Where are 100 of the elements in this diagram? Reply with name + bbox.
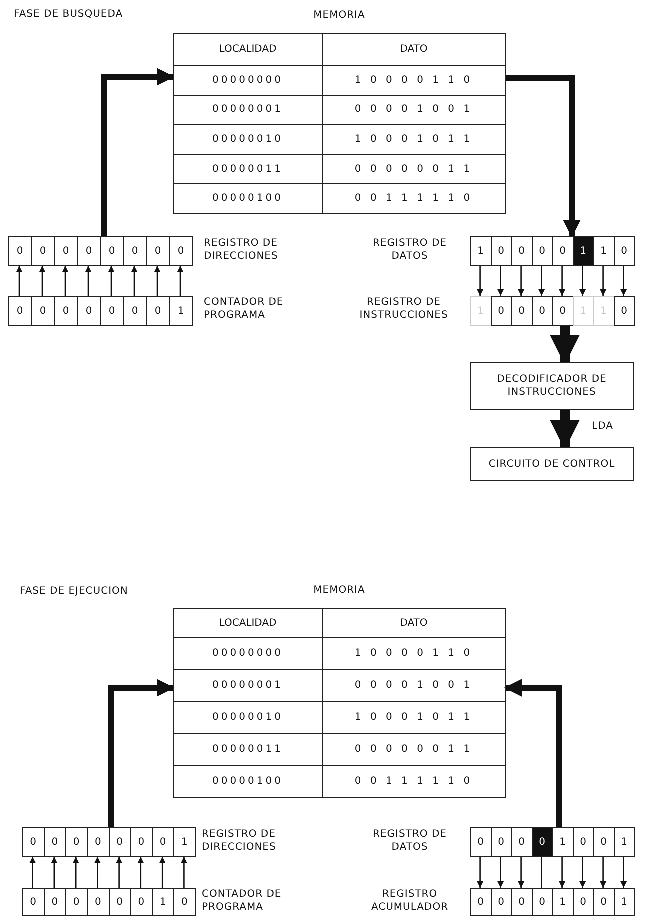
- arrow: [559, 266, 566, 296]
- arrow: [538, 266, 546, 296]
- register-label: REGISTRO DE DIRECCIONES: [204, 237, 280, 263]
- register-cell: 0: [22, 888, 45, 916]
- arrow: [39, 266, 46, 296]
- block-arrow: [108, 679, 175, 827]
- register-label: REGISTRO DE DIRECCIONES: [202, 828, 278, 854]
- table-cell: 0 0 1 1 1 1 1 0: [322, 183, 506, 214]
- register-cell: 0: [86, 827, 110, 857]
- register-label: REGISTRO DE DATOS: [372, 237, 448, 263]
- arrow: [51, 857, 58, 888]
- register-cell: 0: [470, 827, 492, 857]
- register-cell: 0: [593, 827, 614, 857]
- register-cell: 0: [123, 236, 147, 266]
- table-heading: MEMORIA: [312, 584, 366, 597]
- register-cell: 0: [511, 827, 532, 857]
- arrow: [85, 266, 92, 296]
- block-arrow: [550, 326, 580, 365]
- register-cell: 1: [614, 888, 635, 916]
- arrow: [154, 266, 161, 296]
- column-header: DATO: [322, 608, 506, 638]
- arrow: [518, 857, 525, 888]
- register-cell: 0: [511, 296, 532, 326]
- block-arrow: [506, 75, 581, 238]
- column-header: LOCALIDAD: [173, 608, 323, 638]
- register-cell: 0: [31, 236, 55, 266]
- arrow: [559, 857, 566, 888]
- arrow: [94, 857, 101, 888]
- arrow: [477, 857, 484, 888]
- arrow: [620, 857, 628, 888]
- register-cell: 0: [146, 296, 170, 326]
- arrow: [620, 266, 628, 296]
- arrow: [131, 266, 138, 296]
- register-cell: 0: [173, 888, 196, 916]
- register-cell: 0: [490, 296, 512, 326]
- arrow: [30, 857, 36, 888]
- block-arrow: [101, 68, 175, 236]
- register-cell: 0: [8, 296, 32, 326]
- register-cell: 1: [593, 236, 614, 266]
- register-label: CONTADOR DE PROGRAMA: [202, 888, 283, 914]
- register-cell: 1: [614, 827, 635, 857]
- register-cell: 0: [65, 888, 88, 916]
- register-cell: 0: [532, 827, 553, 857]
- table-cell: 0 0 1 1 1 1 1 0: [322, 765, 506, 798]
- register-cell: 0: [108, 888, 132, 916]
- register-cell: 0: [86, 888, 110, 916]
- register-cell: 0: [532, 888, 553, 916]
- column-header: LOCALIDAD: [173, 33, 323, 66]
- register-cell: 0: [614, 236, 635, 266]
- arrow: [498, 857, 504, 888]
- arrow: [62, 266, 69, 296]
- column-header: DATO: [322, 33, 506, 66]
- register-label: CONTADOR DE PROGRAMA: [204, 296, 285, 322]
- arrow: [108, 266, 115, 296]
- register-cell: 0: [100, 296, 124, 326]
- register-cell: 0: [152, 827, 174, 857]
- connector-line: [541, 857, 542, 888]
- table-heading: MEMORIA: [312, 9, 366, 22]
- register-cell: 0: [54, 296, 78, 326]
- register-cell: 0: [490, 827, 512, 857]
- arrow: [600, 857, 607, 888]
- arrow: [159, 857, 166, 888]
- register-label: REGISTRO DE INSTRUCCIONES: [358, 296, 450, 322]
- process-box: DECODIFICADOR DE INSTRUCCIONES: [470, 362, 634, 410]
- arrow: [16, 266, 23, 296]
- register-cell: 1: [173, 827, 196, 857]
- register-cell: 0: [593, 888, 614, 916]
- arrow: [600, 266, 607, 296]
- register-cell: 0: [54, 236, 78, 266]
- arrow: [180, 857, 188, 888]
- arrow: [580, 857, 586, 888]
- register-label: REGISTRO ACUMULADOR: [370, 888, 450, 914]
- register-cell: 0: [572, 827, 594, 857]
- register-cell: 0: [77, 296, 101, 326]
- register-cell: 0: [130, 827, 153, 857]
- register-cell: 0: [552, 236, 574, 266]
- table-cell: 00000100: [173, 765, 323, 798]
- register-cell: 0: [123, 296, 147, 326]
- register-cell: 0: [511, 888, 532, 916]
- arrow: [498, 266, 504, 296]
- register-cell: 0: [572, 888, 594, 916]
- arrow: [138, 857, 144, 888]
- register-cell: 0: [8, 236, 32, 266]
- register-cell: 0: [44, 888, 66, 916]
- block-arrow: [504, 679, 562, 827]
- register-cell: 0: [65, 827, 88, 857]
- arrow: [72, 857, 80, 888]
- register-cell: 0: [108, 827, 132, 857]
- section-title: FASE DE EJECUCION: [20, 585, 128, 598]
- register-cell: 1: [152, 888, 174, 916]
- arrow: [477, 266, 484, 296]
- register-cell: 0: [31, 296, 55, 326]
- section-title: FASE DE BUSQUEDA: [14, 8, 124, 21]
- register-cell: 0: [532, 236, 553, 266]
- register-cell: 0: [77, 236, 101, 266]
- process-box: CIRCUITO DE CONTROL: [470, 447, 634, 481]
- table-cell: 00000100: [173, 183, 323, 214]
- register-cell: 0: [511, 236, 532, 266]
- register-label: REGISTRO DE DATOS: [372, 828, 448, 854]
- register-cell: 0: [169, 236, 193, 266]
